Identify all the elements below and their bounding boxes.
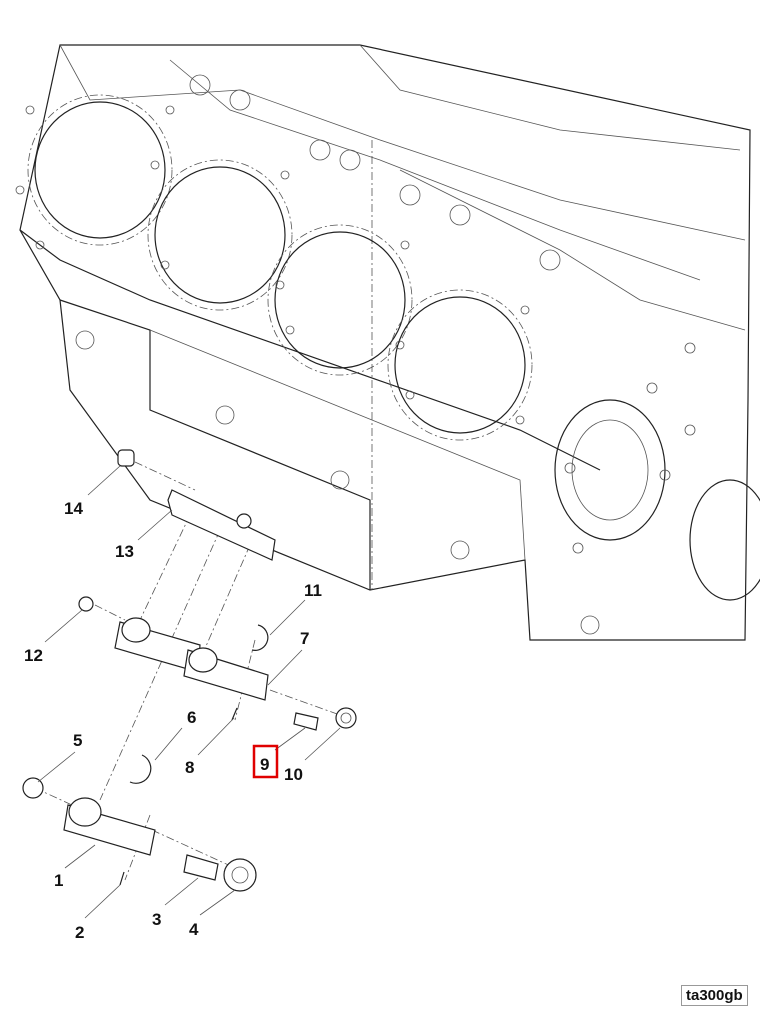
callout-11[interactable]: 11 <box>304 581 322 600</box>
exploded-parts <box>22 449 357 919</box>
callout-13[interactable]: 13 <box>115 542 134 561</box>
callout-1[interactable]: 1 <box>54 871 63 890</box>
callout-8[interactable]: 8 <box>185 758 194 777</box>
reference-code: ta300gb <box>681 985 748 1006</box>
callout-10[interactable]: 10 <box>284 765 303 784</box>
engine-block-drawing <box>15 44 760 641</box>
callout-3[interactable]: 3 <box>152 910 161 929</box>
callout-14[interactable]: 14 <box>64 499 83 518</box>
callout-12[interactable]: 12 <box>24 646 43 665</box>
callout-2[interactable]: 2 <box>75 923 84 942</box>
callout-4[interactable]: 4 <box>189 920 199 939</box>
highlight-box <box>252 744 279 779</box>
callout-9[interactable]: 9 <box>260 755 269 774</box>
callout-5[interactable]: 5 <box>73 731 82 750</box>
callout-6[interactable]: 6 <box>187 708 196 727</box>
callout-labels: 14 13 11 12 7 6 5 8 9 10 1 2 3 4 <box>24 499 322 942</box>
callout-7[interactable]: 7 <box>300 629 309 648</box>
